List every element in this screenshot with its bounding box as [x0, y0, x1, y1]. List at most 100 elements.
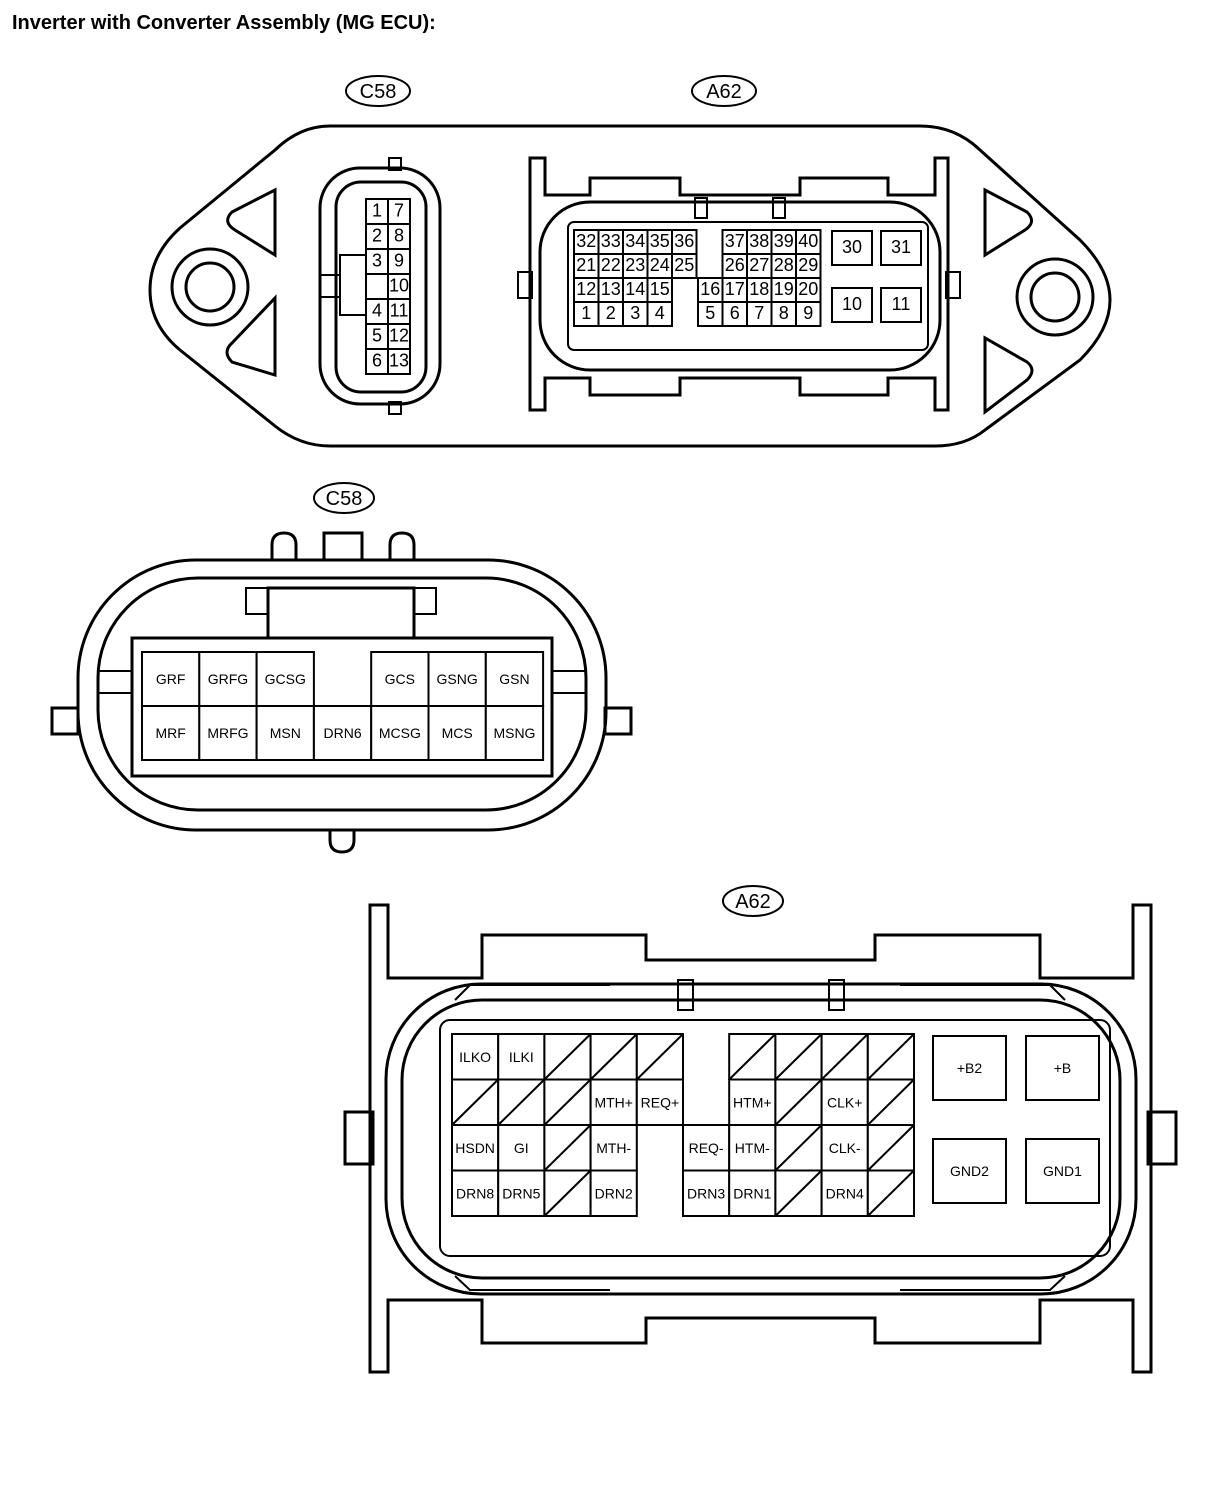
pin-cell [497, 1169, 546, 1217]
pin-label: 7 [754, 303, 764, 323]
a62-detail-pin: CLK- [820, 1124, 869, 1172]
a62-overview-pin: 22 [597, 253, 624, 279]
pin-label: ILKI [509, 1049, 534, 1065]
pin-label: 33 [601, 231, 621, 251]
a62-detail-power-pin: +B2 [932, 1035, 1007, 1101]
pin-label: HSDN [455, 1140, 495, 1156]
c58-overview-pin: 1 [365, 198, 389, 225]
pin-cell [831, 230, 873, 266]
a62-overview-pin: 38 [746, 229, 773, 255]
pin-label: 26 [725, 255, 745, 275]
a62-detail-pin [866, 1124, 915, 1172]
pin-cell [387, 348, 411, 375]
a62-detail-pin: GI [497, 1124, 546, 1172]
pin-cell [589, 1169, 638, 1217]
pin-label: MTH+ [594, 1094, 633, 1110]
svg-text:C58: C58 [326, 488, 363, 510]
pin-cell [484, 651, 545, 707]
overview-c58-tag: C58 [345, 75, 411, 107]
a62-detail-pin [543, 1124, 592, 1172]
a62-overview-pin: 15 [646, 277, 673, 303]
a62-detail-pin [589, 1033, 638, 1081]
pin-cell [573, 229, 600, 255]
unused-pin-slash [774, 1033, 823, 1081]
unused-pin-slash [543, 1169, 592, 1217]
a62-detail-pin [635, 1033, 684, 1081]
a62-overview-pin: 20 [795, 277, 822, 303]
pin-cell [622, 229, 649, 255]
pin-label: 37 [725, 231, 745, 251]
pin-label: DRN8 [456, 1185, 494, 1201]
a62-detail-housing [343, 903, 1178, 1374]
pin-label: 2 [606, 303, 616, 323]
pin-label: 4 [655, 303, 665, 323]
a62-overview-pin: 14 [622, 277, 649, 303]
pin-label: 7 [394, 201, 404, 221]
pin-cell [451, 1169, 500, 1217]
pin-label: 16 [700, 279, 720, 299]
pin-cell [880, 287, 922, 323]
pin-label: DRN2 [595, 1185, 633, 1201]
pin-cell [1025, 1138, 1100, 1204]
pin-label: GND1 [1043, 1163, 1082, 1179]
pin-label: 13 [601, 279, 621, 299]
c58-detail-pin: GCS [370, 651, 430, 707]
c58-overview-pin: 3 [365, 248, 389, 275]
pin-cell [932, 1138, 1007, 1204]
a62-detail-pin: CLK+ [820, 1078, 869, 1126]
c58-overview-pin: 6 [365, 348, 389, 375]
a62-detail-pin: DRN1 [728, 1169, 777, 1217]
unused-pin-slash [589, 1033, 638, 1081]
c58-overview-pin: 4 [365, 298, 389, 325]
a62-overview-pin: 33 [597, 229, 624, 255]
a62-detail-pin: DRN3 [682, 1169, 731, 1217]
svg-text:A62: A62 [706, 81, 742, 103]
pin-label: 22 [601, 255, 621, 275]
a62-overview-pin: 2 [597, 301, 624, 327]
unused-pin-slash [636, 1033, 684, 1081]
pin-label: CLK+ [827, 1094, 862, 1110]
pin-label: 13 [389, 351, 409, 371]
pin-label: GND2 [950, 1163, 989, 1179]
a62-overview-big-pin: 31 [880, 230, 922, 266]
a62-detail-pin: MTH+ [589, 1078, 638, 1126]
pin-label: 30 [842, 237, 862, 257]
unused-pin-slash [867, 1078, 915, 1126]
a62-detail-pin [820, 1033, 869, 1081]
a62-overview-pin: 12 [573, 277, 600, 303]
a62-overview-pin: 4 [646, 301, 673, 327]
pin-label: MRFG [207, 725, 248, 741]
svg-text:C58: C58 [360, 81, 397, 103]
a62-overview-pin: 8 [770, 301, 797, 327]
pin-label: 1 [581, 303, 591, 323]
a62-overview-pin: 36 [671, 229, 698, 255]
unused-pin-slash [497, 1078, 546, 1126]
a62-detail-power-pin: GND2 [932, 1138, 1007, 1204]
a62-detail-pin: DRN8 [451, 1169, 500, 1217]
pin-label: HTM+ [733, 1094, 772, 1110]
pin-label: MTH- [596, 1140, 631, 1156]
pin-cell [820, 1169, 869, 1217]
c58-overview-pin: 2 [365, 223, 389, 250]
pin-label: 35 [650, 231, 670, 251]
pin-cell [697, 301, 724, 327]
overview-c58-connector [318, 157, 442, 415]
pin-cell [880, 230, 922, 266]
pin-label: 8 [779, 303, 789, 323]
pin-cell [728, 1124, 777, 1172]
pin-cell [597, 253, 624, 279]
a62-overview-pin: 24 [646, 253, 673, 279]
a62-overview-pin: 35 [646, 229, 673, 255]
pin-cell [1025, 1035, 1100, 1101]
pin-label: GI [514, 1140, 529, 1156]
pin-cell [255, 705, 315, 761]
pin-label: 1 [372, 201, 382, 221]
a62-overview-big-pin: 30 [831, 230, 873, 266]
pin-label: GCSG [265, 671, 306, 687]
pin-label: 14 [625, 279, 645, 299]
pin-label: 21 [576, 255, 596, 275]
pin-label: 23 [625, 255, 645, 275]
